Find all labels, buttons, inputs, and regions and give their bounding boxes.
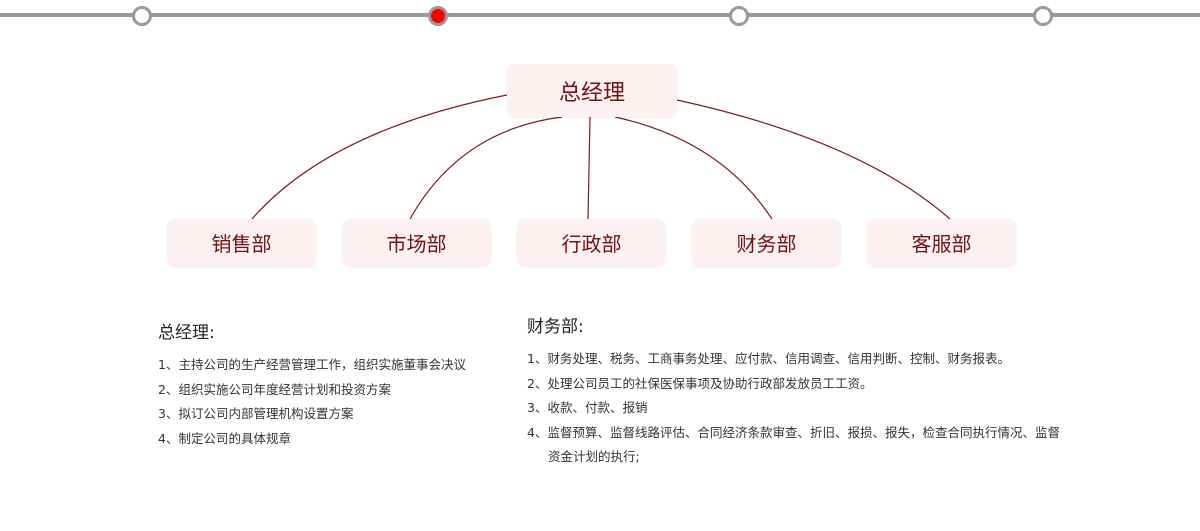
timeline-step-2-active[interactable] — [428, 6, 448, 26]
dept-finance[interactable]: 财务部 — [692, 219, 841, 266]
list-item: 3、拟订公司内部管理机构设置方案 — [158, 406, 354, 421]
timeline-step-4[interactable] — [1033, 6, 1053, 26]
list-item: 1、主持公司的生产经营管理工作，组织实施董事会决议 — [158, 357, 466, 372]
section-title: 总经理: — [158, 323, 215, 343]
list-item: 3、收款、付款、报销 — [527, 400, 648, 415]
gm-description: 总经理: 1、主持公司的生产经营管理工作，组织实施董事会决议 2、组织实施公司年… — [158, 318, 466, 451]
connector-marketing — [409, 116, 563, 220]
dept-sales[interactable]: 销售部 — [167, 219, 316, 266]
dept-admin[interactable]: 行政部 — [517, 219, 666, 266]
timeline-track — [0, 13, 1200, 17]
dept-service[interactable]: 客服部 — [867, 219, 1016, 266]
finance-description: 财务部: 1、财务处理、税务、工商事务处理、应付款、信用调查、信用判断、控制、财… — [527, 312, 1072, 470]
connector-admin — [587, 116, 591, 220]
connector-finance — [614, 116, 773, 220]
connector-service — [676, 99, 951, 220]
list-item: 4、监督预算、监督线路评估、合同经济条款审查、折旧、报损、报失，检查合同执行情况… — [527, 424, 1060, 465]
root-node[interactable]: 总经理 — [507, 64, 677, 117]
list-item: 2、处理公司员工的社保医保事项及协助行政部发放员工工资。 — [527, 375, 873, 391]
dept-marketing[interactable]: 市场部 — [342, 219, 491, 266]
list-item: 4、制定公司的具体规章 — [158, 430, 291, 446]
timeline-step-3[interactable] — [729, 6, 749, 26]
list-item: 2、组织实施公司年度经营计划和投资方案 — [158, 381, 391, 397]
connector-sales — [251, 94, 508, 220]
list-item: 1、财务处理、税务、工商事务处理、应付款、信用调查、信用判断、控制、财务报表。 — [527, 351, 1010, 366]
connector-lines — [251, 94, 951, 220]
timeline-step-1[interactable] — [132, 6, 152, 26]
section-title: 财务部: — [527, 317, 584, 337]
